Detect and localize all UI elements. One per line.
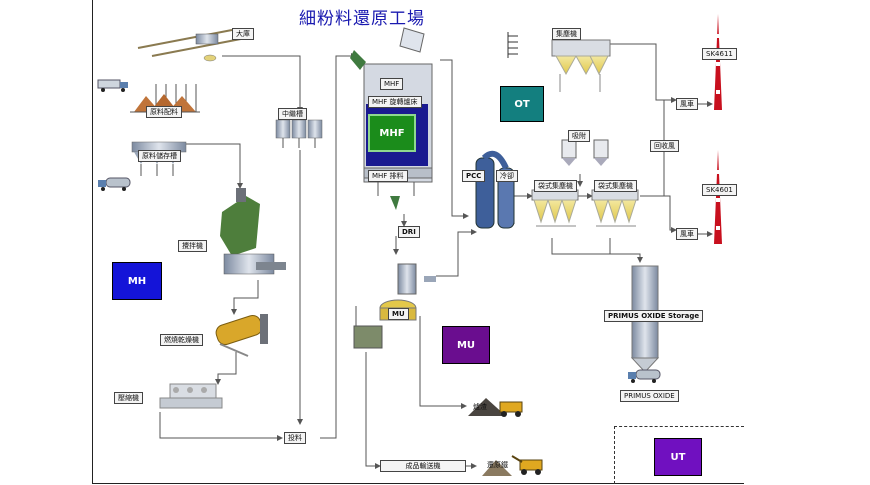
badge-ot: OT	[500, 86, 544, 122]
label-dri: DRI	[398, 226, 420, 238]
smokestack-icon	[714, 150, 722, 244]
flow-line	[159, 412, 283, 441]
loader-icon	[468, 398, 523, 417]
label-stack-2: SK4601	[702, 184, 737, 196]
truck-icon	[98, 177, 131, 191]
upper-hopper	[507, 32, 611, 92]
label-product: 還原鐵	[487, 461, 508, 469]
badge-mu: MU	[442, 326, 490, 364]
flow-line	[606, 43, 677, 103]
briquetter-machine	[159, 383, 223, 409]
label-bin-group: 原料儲存槽	[138, 150, 181, 162]
label-raw-mix: 原料配料	[146, 106, 182, 118]
cyclone-icon	[475, 150, 515, 229]
label-fan-1: 風車	[676, 98, 698, 110]
label-recycle: 回收風	[650, 140, 679, 152]
label-slag: 爐渣	[473, 403, 487, 411]
flow-line	[440, 59, 469, 219]
label-cooler: 冷卻	[496, 170, 518, 182]
label-dryer: 燃燒乾燥機	[160, 334, 203, 346]
mu-equipment	[353, 263, 436, 349]
loader-icon	[482, 455, 543, 476]
label-filter-1: 袋式集塵機	[534, 180, 577, 192]
dryer-machine	[215, 314, 268, 357]
label-fan-2: 風車	[676, 228, 698, 240]
label-silo-group: 中繼槽	[278, 108, 307, 120]
label-bag-filter: 集塵機	[552, 28, 581, 40]
label-pcc: PCC	[462, 170, 486, 182]
label-top-conveyor: 大庫	[232, 28, 254, 40]
flow-line	[365, 352, 381, 469]
flow-line	[222, 55, 303, 113]
flow-line	[551, 238, 643, 263]
label-briquetter: 壓縮機	[114, 392, 143, 404]
absorber-vessels	[561, 139, 609, 166]
flow-line	[436, 229, 477, 277]
bag-filter-units	[531, 189, 639, 227]
label-mhf-out: MHF 排料	[368, 170, 408, 182]
label-oxide: PRIMUS OXIDE	[620, 390, 679, 402]
truck-icon	[628, 369, 661, 383]
silo-group	[275, 119, 323, 148]
flow-line	[180, 143, 243, 189]
label-mhf-body: MHF 旋轉爐床	[368, 96, 422, 108]
truck-icon	[97, 79, 128, 92]
flow-line	[355, 306, 380, 327]
top-conveyor	[137, 29, 247, 62]
label-absorber: 吸附	[568, 130, 590, 142]
badge-mhf: MHF	[368, 114, 416, 152]
flow-line	[215, 352, 237, 385]
flow-line	[419, 316, 467, 409]
badge-mh: MH	[112, 262, 162, 300]
flow-line	[320, 53, 357, 439]
diagram-frame	[92, 0, 744, 484]
label-storage: PRIMUS OXIDE Storage	[604, 310, 704, 322]
label-stack-1: SK4611	[702, 48, 737, 60]
badge-ut: UT	[654, 438, 702, 476]
smokestack-icon	[714, 14, 722, 110]
flow-line	[231, 280, 259, 315]
diagram-title: 細粉料還原工場	[299, 9, 425, 29]
label-mhf-top: MHF	[380, 78, 404, 90]
label-mixer: 攪拌機	[178, 240, 207, 252]
flow-line	[640, 195, 677, 233]
mixer-machine	[220, 188, 286, 275]
label-mu: MU	[388, 308, 409, 320]
label-feed: 投料	[284, 432, 306, 444]
label-conveyor-bottom: 成品輸送機	[380, 460, 466, 472]
label-filter-2: 袋式集塵機	[594, 180, 637, 192]
ut-zone-box	[614, 426, 744, 484]
